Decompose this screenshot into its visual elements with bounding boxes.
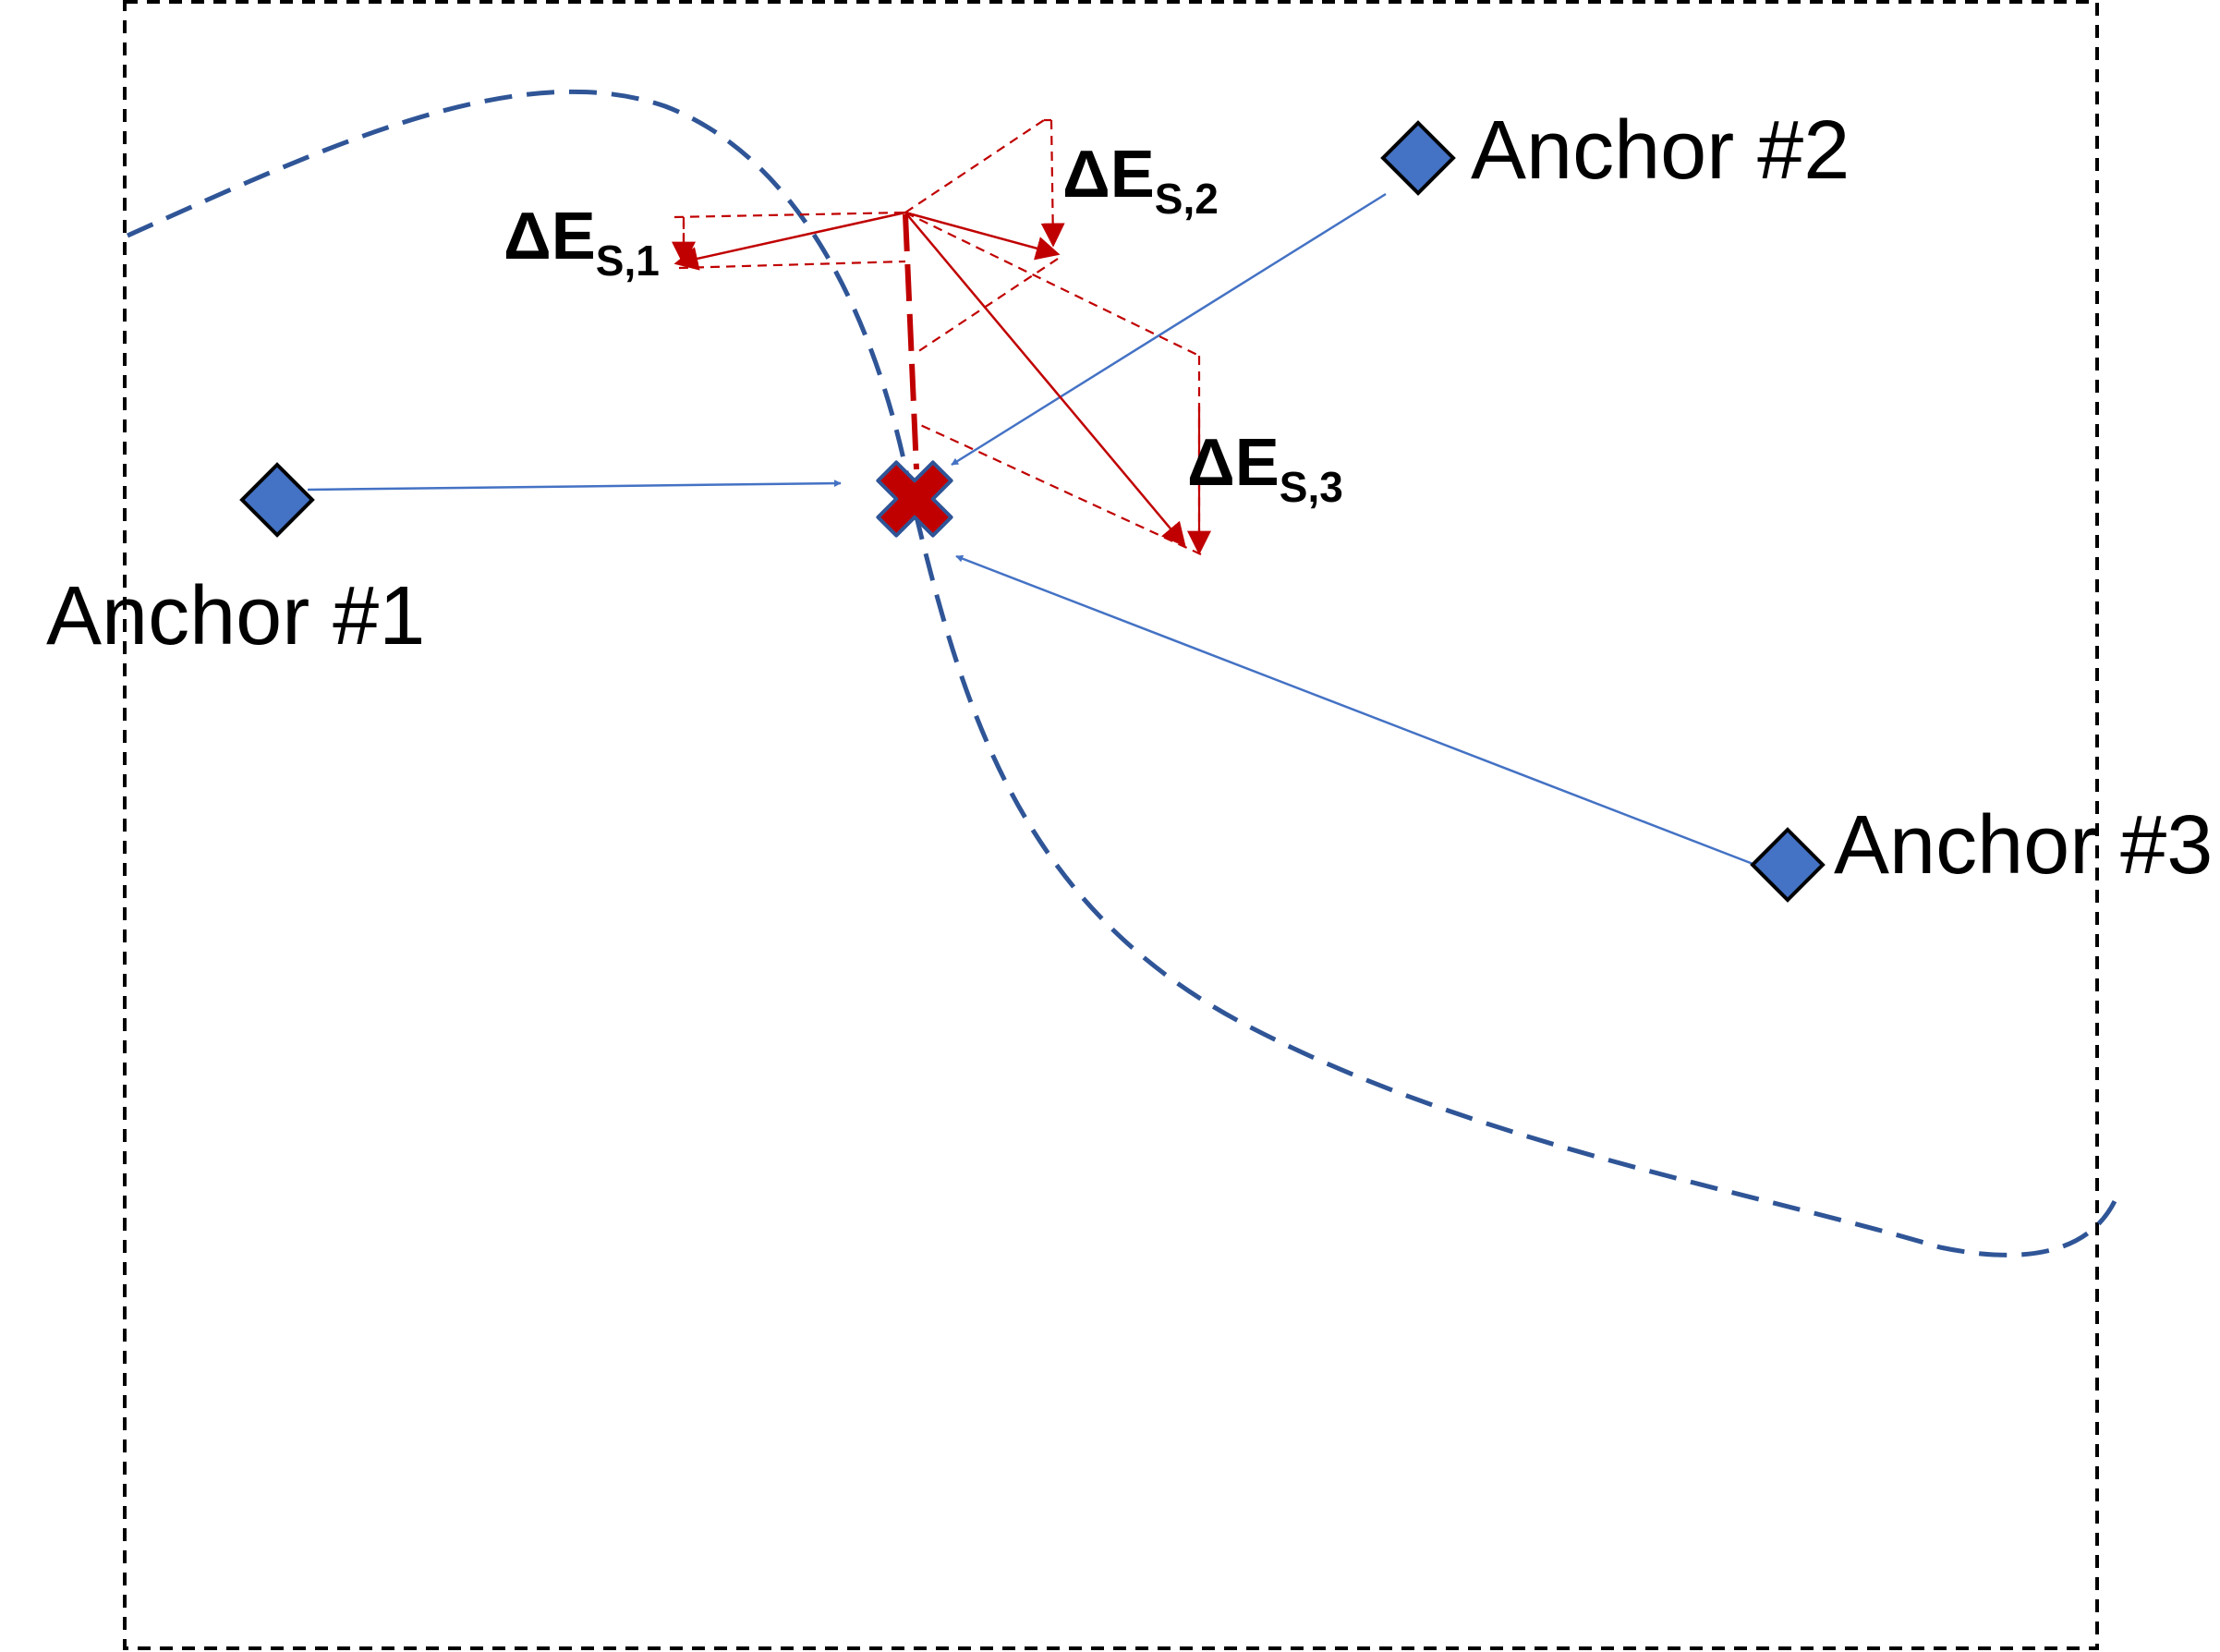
- error-vector-1: [673, 211, 906, 271]
- delta-es1-subscript: S,1: [596, 237, 660, 285]
- diamond-icon: [1380, 120, 1456, 196]
- delta-es3-label: ΔES,3: [1187, 426, 1343, 511]
- cross-icon: [876, 460, 953, 538]
- anchor-2-label: Anchor #2: [1471, 104, 1850, 197]
- diamond-icon: [1750, 827, 1826, 903]
- delta-es3-subscript: S,3: [1280, 463, 1343, 511]
- diamond-icon: [239, 462, 315, 538]
- delta-es2-label: ΔES,2: [1062, 138, 1219, 223]
- delta-es2-subscript: S,2: [1155, 175, 1219, 223]
- anchor-3-range-line: [955, 554, 1756, 867]
- trajectory-curve: [126, 89, 2118, 1257]
- anchor-1-label: Anchor #1: [46, 570, 425, 662]
- diagram-frame: [123, 0, 2099, 1650]
- error-vector-3: [904, 212, 1186, 547]
- anchor-1-range-line: [307, 480, 842, 492]
- error-vector-group: [672, 118, 1211, 555]
- delta-es2-symbol: ΔE: [1062, 138, 1155, 212]
- anchor-3-label: Anchor #3: [1834, 799, 2213, 892]
- total-error-line: [903, 213, 919, 470]
- error-vector-2-vertical: [1040, 119, 1065, 248]
- delta-es1-symbol: ΔE: [503, 200, 596, 273]
- anchor-2-range-line: [951, 192, 1387, 467]
- delta-es3-symbol: ΔE: [1187, 426, 1280, 500]
- delta-es1-label: ΔES,1: [503, 200, 660, 285]
- error-vector-2: [904, 211, 1061, 261]
